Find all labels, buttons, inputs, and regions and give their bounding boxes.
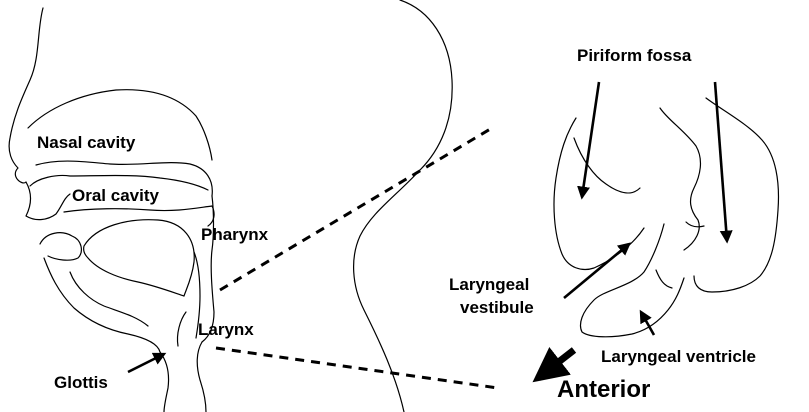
back-of-head	[354, 0, 453, 412]
zoom-line-bottom	[216, 348, 498, 388]
label-piriform-fossa: Piriform fossa	[577, 46, 692, 65]
central-fold	[660, 108, 700, 250]
label-larynx: Larynx	[198, 320, 254, 339]
larynx-front	[160, 352, 169, 412]
larynx-back	[197, 342, 206, 412]
face-profile	[9, 8, 43, 183]
label-pharynx: Pharynx	[201, 225, 269, 244]
label-laryngeal-ventricle: Laryngeal ventricle	[601, 347, 756, 366]
label-oral-cavity: Oral cavity	[72, 186, 159, 205]
ventricle-arrow	[641, 312, 654, 335]
chin	[70, 272, 148, 326]
label-glottis: Glottis	[54, 373, 108, 392]
zoom-lines	[216, 128, 498, 388]
upper-lip	[26, 182, 70, 220]
larynx-detail-outline	[554, 98, 778, 337]
zoom-line-top	[220, 128, 492, 290]
label-nasal-cavity: Nasal cavity	[37, 133, 136, 152]
labels: Nasal cavity Oral cavity Pharynx Larynx …	[37, 46, 756, 403]
lower-lip	[40, 233, 81, 260]
right-piriform-inner	[686, 222, 704, 227]
head-sagittal-outline	[9, 0, 452, 412]
left-piriform-wall	[554, 118, 644, 269]
epiglottis	[177, 312, 186, 346]
anterior-arrow	[538, 350, 574, 378]
piriform-arrow-left	[582, 82, 599, 197]
label-anterior: Anterior	[557, 376, 650, 403]
piriform-arrow-right	[715, 82, 727, 241]
ventricle-fold	[656, 270, 672, 288]
tongue	[84, 220, 195, 296]
glottis-arrow	[128, 354, 164, 372]
right-piriform-wall	[694, 98, 778, 292]
vestibule-arrow	[564, 244, 629, 298]
label-laryngeal-vestibule-line2: vestibule	[460, 298, 534, 317]
laryngeal-vestibule-wall	[581, 224, 685, 337]
label-laryngeal-vestibule-line1: Laryngeal	[449, 275, 529, 294]
hard-palate	[64, 206, 214, 226]
